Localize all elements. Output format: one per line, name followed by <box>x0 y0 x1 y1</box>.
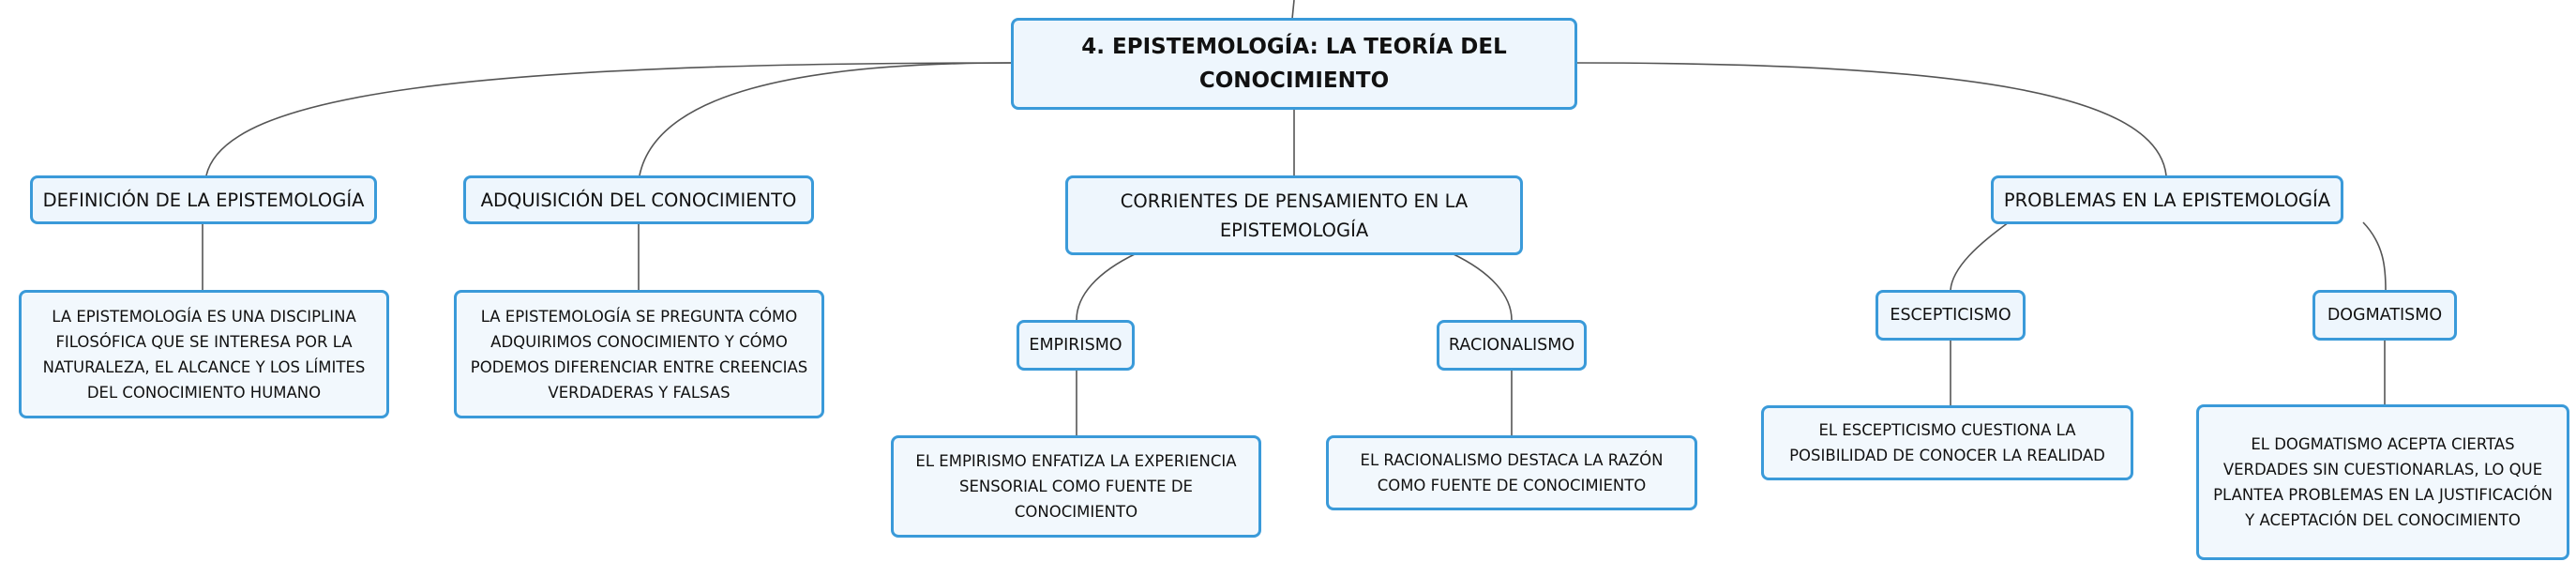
subtopic-definicion-text[interactable]: LA EPISTEMOLOGÍA ES UNA DISCIPLINA FILOS… <box>19 290 389 418</box>
subtopic-racionalismo[interactable]: RACIONALISMO <box>1437 320 1587 371</box>
subtopic-racionalismo-text[interactable]: EL RACIONALISMO DESTACA LA RAZÓN COMO FU… <box>1326 435 1697 510</box>
topic-definicion[interactable]: DEFINICIÓN DE LA EPISTEMOLOGÍA <box>30 175 377 224</box>
root-label: 4. EPISTEMOLOGÍA: LA TEORÍA DEL CONOCIMI… <box>1081 35 1507 93</box>
subtopic-racionalismo-text-label: EL RACIONALISMO DESTACA LA RAZÓN COMO FU… <box>1360 451 1664 494</box>
connector-root-adquisicion <box>639 62 1012 176</box>
topic-adquisicion[interactable]: ADQUISICIÓN DEL CONOCIMIENTO <box>463 175 814 224</box>
topic-problemas[interactable]: PROBLEMAS EN LA EPISTEMOLOGÍA <box>1991 175 2343 224</box>
connector-problemas-escepticismo <box>1950 221 2010 291</box>
subtopic-escepticismo-text-label: EL ESCEPTICISMO CUESTIONA LA POSIBILIDAD… <box>1789 421 2105 464</box>
subtopic-empirismo[interactable]: EMPIRISMO <box>1017 320 1135 371</box>
topic-corrientes-label: CORRIENTES DE PENSAMIENTO EN LA EPISTEMO… <box>1120 190 1469 241</box>
topic-problemas-label: PROBLEMAS EN LA EPISTEMOLOGÍA <box>2003 189 2331 211</box>
subtopic-adquisicion-label: LA EPISTEMOLOGÍA SE PREGUNTA CÓMO ADQUIR… <box>470 307 808 402</box>
subtopic-racionalismo-label: RACIONALISMO <box>1448 336 1575 355</box>
connector-root-definicion <box>205 62 1012 176</box>
connector-corrientes-empirismo <box>1076 252 1137 321</box>
subtopic-dogmatismo-label: DOGMATISMO <box>2327 306 2443 325</box>
connector-parent-root <box>1291 0 1295 20</box>
root-node[interactable]: 4. EPISTEMOLOGÍA: LA TEORÍA DEL CONOCIMI… <box>1011 18 1577 110</box>
subtopic-escepticismo[interactable]: ESCEPTICISMO <box>1876 290 2026 341</box>
connector-corrientes-racionalismo <box>1451 252 1513 321</box>
connector-root-problemas <box>1576 62 2167 176</box>
topic-corrientes[interactable]: CORRIENTES DE PENSAMIENTO EN LA EPISTEMO… <box>1065 175 1523 255</box>
subtopic-empirismo-text[interactable]: EL EMPIRISMO ENFATIZA LA EXPERIENCIA SEN… <box>891 435 1261 538</box>
subtopic-escepticismo-label: ESCEPTICISMO <box>1890 306 2011 325</box>
subtopic-dogmatismo-text[interactable]: EL DOGMATISMO ACEPTA CIERTAS VERDADES SI… <box>2196 404 2569 560</box>
subtopic-dogmatismo[interactable]: DOGMATISMO <box>2312 290 2457 341</box>
connector-problemas-dogmatismo <box>2362 221 2387 291</box>
subtopic-adquisicion-text[interactable]: LA EPISTEMOLOGÍA SE PREGUNTA CÓMO ADQUIR… <box>454 290 824 418</box>
subtopic-dogmatismo-text-label: EL DOGMATISMO ACEPTA CIERTAS VERDADES SI… <box>2213 435 2553 529</box>
topic-adquisicion-label: ADQUISICIÓN DEL CONOCIMIENTO <box>480 189 797 211</box>
subtopic-empirismo-label: EMPIRISMO <box>1029 336 1122 355</box>
subtopic-definicion-label: LA EPISTEMOLOGÍA ES UNA DISCIPLINA FILOS… <box>42 307 366 402</box>
subtopic-empirismo-text-label: EL EMPIRISMO ENFATIZA LA EXPERIENCIA SEN… <box>915 452 1237 521</box>
topic-definicion-label: DEFINICIÓN DE LA EPISTEMOLOGÍA <box>42 189 365 211</box>
subtopic-escepticismo-text[interactable]: EL ESCEPTICISMO CUESTIONA LA POSIBILIDAD… <box>1761 405 2133 480</box>
